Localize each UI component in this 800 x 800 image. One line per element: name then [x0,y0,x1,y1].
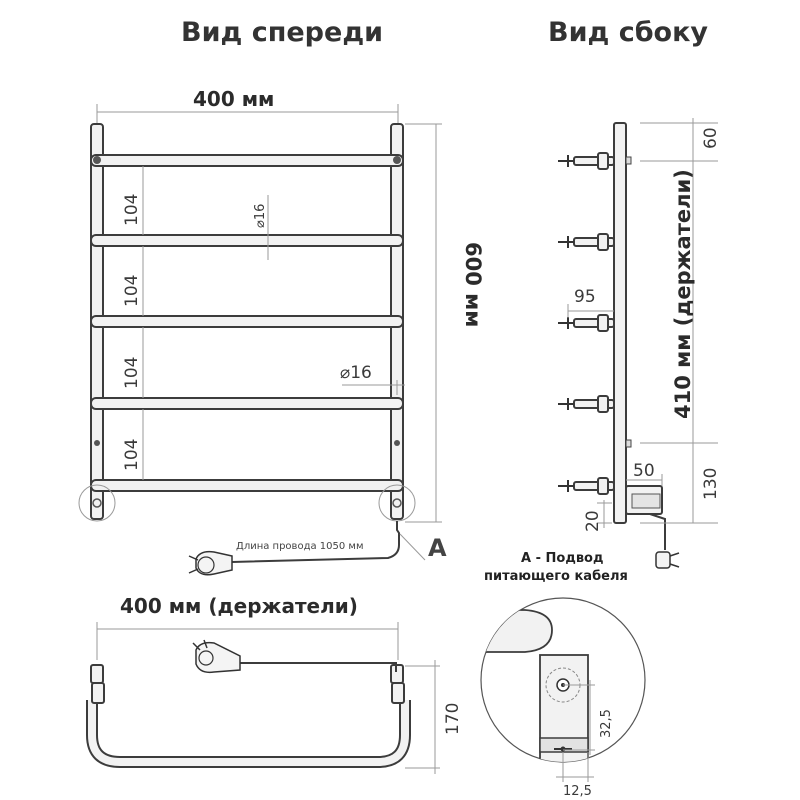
front-height-label: 600 мм [461,242,485,327]
rung-spacing-4: 104 [122,439,142,471]
holder-2 [558,233,615,251]
detail-title-line2: питающего кабеля [484,569,628,584]
side-depth-label: 95 [574,287,596,307]
heater-offset-label: 20 [583,510,603,532]
mount-point [394,440,400,446]
rung-spacing-3: 104 [122,357,142,389]
rung-5 [90,479,404,492]
top-cable [240,662,397,672]
holder-5 [558,477,615,495]
holder-1 [558,152,615,170]
rung-spacing-2: 104 [122,275,142,307]
side-view-title: Вид сбоку [548,17,708,48]
cable-length-note: Длина провода 1050 мм [236,541,364,552]
bar-diameter-label: ⌀16 [253,204,268,228]
detail-title-line1: А - Подвод [521,551,603,566]
side-holders-height-label: 410 мм (держатели) [671,169,695,419]
power-cable [231,521,400,563]
side-plug-icon [655,551,680,569]
rung-3 [90,315,404,328]
rung-2 [90,234,404,247]
bottom-mount-left [78,484,116,522]
post-diameter-label: ⌀16 [340,363,372,383]
mount-point [94,440,100,446]
front-view: 400 мм 600 мм 104 104 104 104 [78,87,485,576]
plug-icon [188,550,233,576]
side-power-cable [649,513,666,550]
holder-4 [558,395,615,413]
top-view: 400 мм (держатели) 170 [86,594,463,774]
mount-point [93,156,101,164]
top-depth-label: 170 [443,703,463,735]
rung-spacing-1: 104 [122,194,142,226]
rung-1 [90,154,404,167]
callout-a-label: A [428,534,447,562]
mount-point [393,156,401,164]
u-bar-outline [86,700,411,768]
side-top-offset: 60 [701,127,721,149]
side-bottom-offset: 130 [701,468,721,500]
side-post [613,122,627,524]
rung-4 [90,397,404,410]
side-view: 60 410 мм (держатели) 130 95 50 20 [558,118,721,569]
holder-3 [558,314,615,332]
detail-horizontal-offset: 12,5 [563,784,592,799]
front-view-title: Вид спереди [181,17,383,48]
detail-a: 32,5 12,5 [480,597,646,799]
top-holder-left [90,664,104,684]
top-plug-icon [192,639,241,674]
heater-width-label: 50 [633,461,655,481]
top-width-label: 400 мм (держатели) [120,594,358,618]
detail-vertical-offset: 32,5 [599,709,614,738]
front-width-label: 400 мм [193,87,274,111]
